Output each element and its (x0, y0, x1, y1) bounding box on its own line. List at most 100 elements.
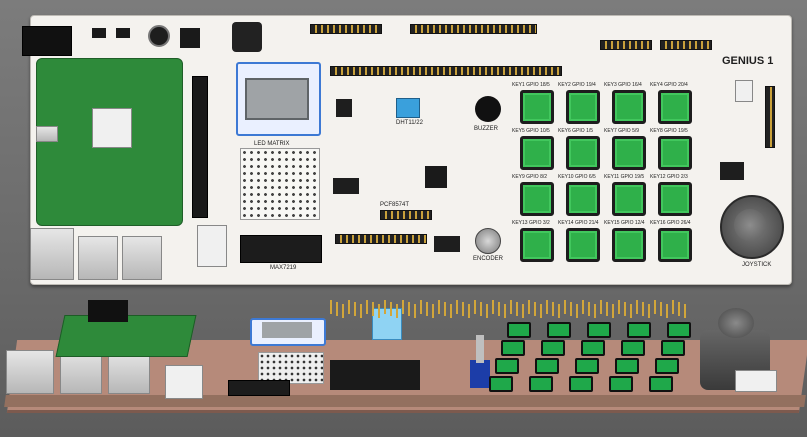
header-pin (402, 300, 404, 314)
keypad-key-label: KEY6 GPIO 1/5 (558, 128, 594, 134)
header-pin (408, 302, 410, 316)
keypad-key-label: KEY12 GPIO 2/3 (650, 174, 688, 180)
keypad-key (566, 136, 600, 170)
keypad-3d-key (547, 322, 571, 338)
header-pin (396, 304, 398, 318)
header-pin (588, 302, 590, 316)
lcd-3d-screen (262, 322, 312, 338)
keypad-3d-key (489, 376, 513, 392)
dip-switch-1 (434, 236, 460, 252)
keypad-key (520, 136, 554, 170)
keypad-3d-key (627, 322, 651, 338)
header-pin (444, 302, 446, 316)
pi-gpio-header (192, 76, 208, 218)
ethernet-3d (6, 350, 54, 394)
header-pin (438, 300, 440, 314)
header-pin (432, 304, 434, 318)
joystick-3d-mount (735, 370, 777, 392)
header-pin (600, 300, 602, 314)
header-pin (486, 304, 488, 318)
header-right (765, 86, 775, 148)
keypad-3d-key (535, 358, 559, 374)
keypad-key-label: KEY2 GPIO 19/4 (558, 82, 596, 88)
header-pin (348, 300, 350, 314)
keypad-key (612, 182, 646, 216)
keypad-key-label: KEY14 GPIO 21/4 (558, 220, 599, 226)
header-pin (342, 304, 344, 318)
dht-sensor (396, 98, 420, 118)
buzzer-label: BUZZER (474, 126, 498, 132)
header-pin (672, 300, 674, 314)
header-pin (528, 300, 530, 314)
header-pin (468, 304, 470, 318)
keypad-key (658, 182, 692, 216)
header-pin (372, 302, 374, 316)
header-pin (606, 302, 608, 316)
keypad-key-label: KEY1 GPIO 18/5 (512, 82, 550, 88)
pins-3d (330, 300, 690, 320)
keypad-3d-key (575, 358, 599, 374)
keypad-3d-key (495, 358, 519, 374)
header-pin (594, 304, 596, 318)
header-pin (360, 304, 362, 318)
joystick-label: JOYSTICK (742, 262, 772, 268)
led-matrix-label: LED MATRIX (254, 141, 290, 147)
keypad-3d-key (541, 340, 565, 356)
header-pin (378, 304, 380, 318)
keypad-key (566, 228, 600, 262)
header-pin (648, 304, 650, 318)
header-top-3 (600, 40, 652, 50)
headers-3d (330, 360, 420, 390)
header-pin (450, 304, 452, 318)
header-pin (330, 300, 332, 314)
capacitor (148, 25, 170, 47)
keypad-key (658, 228, 692, 262)
keypad-3d-key (615, 358, 639, 374)
keypad-key (566, 182, 600, 216)
header-pin (564, 300, 566, 314)
max7219-chip (240, 235, 322, 263)
header-mid-1 (380, 210, 432, 220)
header-pin (510, 300, 512, 314)
header-pin (666, 304, 668, 318)
dot-matrix-3d (258, 352, 324, 384)
header-pin (354, 302, 356, 316)
white-button (197, 225, 227, 267)
header-pin (540, 304, 542, 318)
header-top-1 (310, 24, 382, 34)
keypad-key (566, 90, 600, 124)
header-pin (390, 302, 392, 316)
header-pin (522, 304, 524, 318)
header-pin (462, 302, 464, 316)
rotary-encoder (475, 228, 501, 254)
keypad-key (658, 136, 692, 170)
keypad-3d-key (621, 340, 645, 356)
regulator-chip (92, 28, 106, 38)
encoder-3d-shaft (476, 335, 484, 363)
header-pin (612, 304, 614, 318)
max7219-label: MAX7219 (270, 265, 297, 271)
keypad-3d-key (569, 376, 593, 392)
header-pin (384, 300, 386, 314)
keypad-3d-key (655, 358, 679, 374)
keypad-3d-key (581, 340, 605, 356)
encoder-3d (470, 360, 490, 388)
header-pin (624, 302, 626, 316)
header-pin (618, 300, 620, 314)
regulator-chip-2 (116, 28, 130, 38)
header-pin (420, 300, 422, 314)
keypad-3d-key (587, 322, 611, 338)
keypad-3d-key (507, 322, 531, 338)
header-pin (552, 302, 554, 316)
header-pin (660, 302, 662, 316)
usb-port (735, 80, 753, 102)
header-mid-2 (335, 234, 427, 244)
pi-usb-2 (122, 236, 162, 280)
header-pin (414, 304, 416, 318)
keypad-key-label: KEY10 GPIO 6/5 (558, 174, 596, 180)
header-top-2 (410, 24, 537, 34)
keypad-3d-key (529, 376, 553, 392)
keypad-key (520, 90, 554, 124)
keypad-key-label: KEY5 GPIO 10/5 (512, 128, 550, 134)
